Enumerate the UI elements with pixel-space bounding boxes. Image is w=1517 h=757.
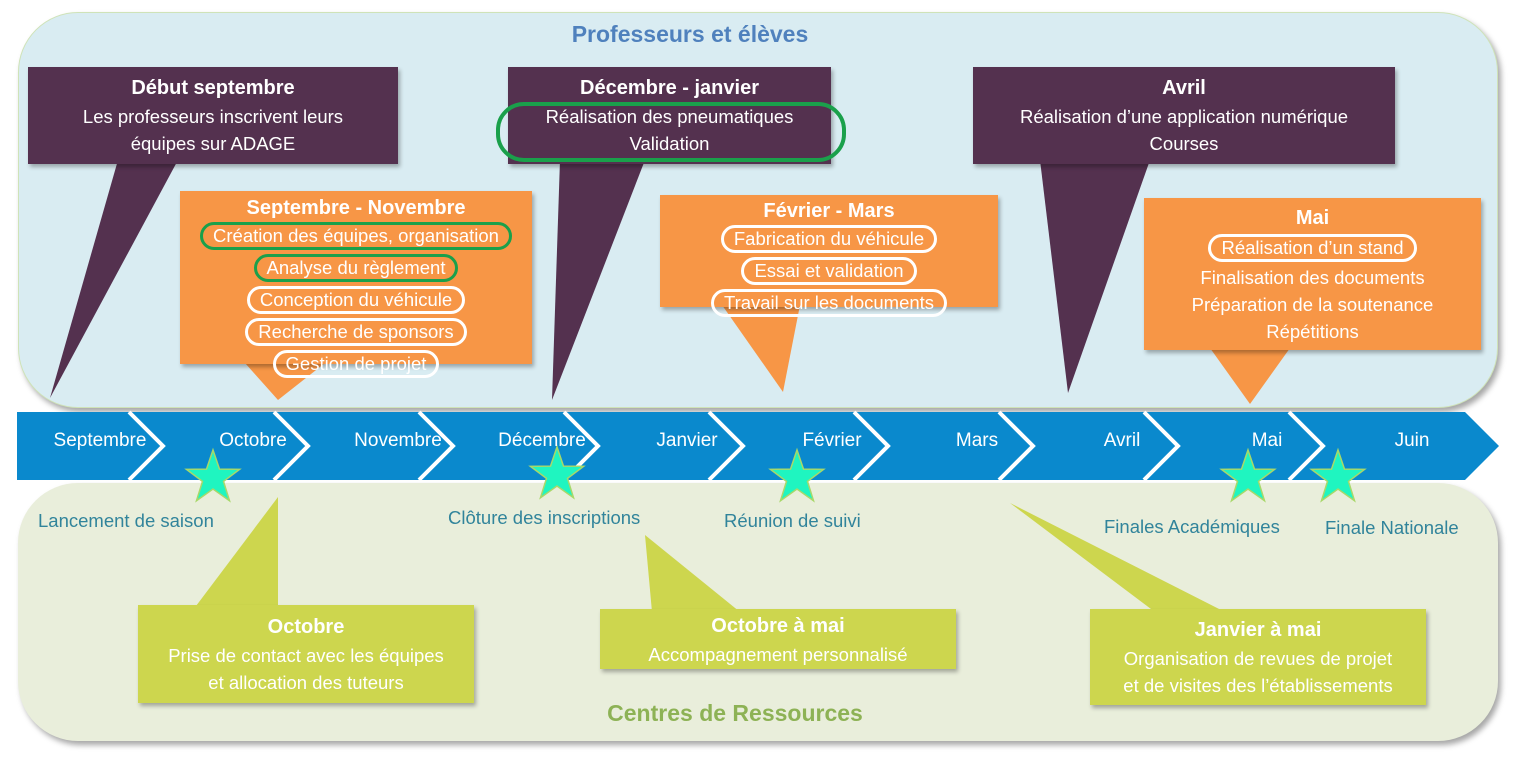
milestone-stars: [184, 444, 1367, 503]
timeline-month: Mars: [955, 430, 999, 451]
callout-debut-septembre: Début septembre Les professeurs inscrive…: [28, 67, 398, 164]
timeline-chevron-divider: [1287, 410, 1326, 482]
callout-title: Octobre: [267, 616, 345, 638]
milestone-label: Réunion de suivi: [724, 510, 861, 531]
task-item: Essai et validation: [741, 257, 917, 285]
callout-octobre-a-mai: Octobre à mai Accompagnement personnalis…: [600, 609, 956, 669]
callout-tail-avril: [1040, 160, 1150, 393]
callout-line: Courses: [1149, 133, 1219, 154]
callout-title: Décembre - janvier: [580, 77, 759, 99]
callout-title: Avril: [1162, 77, 1206, 99]
callout-tail-debut-septembre: [50, 160, 178, 398]
timeline-chevron-divider: [272, 410, 311, 482]
callout-tail-sept-nov: [245, 363, 325, 400]
callout-tail-decembre-janvier: [552, 160, 645, 400]
callout-tail-octobre-mai: [645, 535, 740, 612]
callout-title: Début septembre: [131, 77, 295, 99]
callout-line: Prise de contact avec les équipes: [168, 644, 444, 666]
timeline-chevron-divider: [127, 410, 166, 482]
task-title: Septembre - Novembre: [246, 197, 466, 219]
callout-line: équipes sur ADAGE: [130, 133, 296, 154]
milestone-label: Finale Nationale: [1325, 517, 1459, 538]
callout-line: et de visites des l’établissements: [1123, 675, 1393, 696]
timeline-month: Février: [802, 430, 862, 451]
task-item: Conception du véhicule: [246, 286, 466, 314]
timeline-month: Avril: [1103, 430, 1141, 451]
callout-decembre-janvier: Décembre - janvier Réalisation des pneum…: [508, 67, 831, 164]
timeline-chevron-divider: [997, 410, 1036, 482]
timeline-month: Décembre: [498, 430, 586, 451]
callout-tail-octobre: [196, 497, 278, 606]
highlight-ring-decembre-janvier: [496, 102, 846, 162]
timeline-chevron-divider: [1142, 410, 1181, 482]
task-item: Répétitions: [1266, 321, 1359, 342]
milestone-label: Clôture des inscriptions: [448, 507, 641, 528]
star-icon: [1219, 447, 1277, 503]
callout-line: et allocation des tuteurs: [208, 672, 404, 693]
timeline-month: Octobre: [219, 430, 287, 451]
timeline-arrow: [17, 410, 1499, 482]
milestone-label: Finales Académiques: [1104, 516, 1280, 537]
callout-tail-mai: [1210, 348, 1290, 404]
task-item: Création des équipes, organisation: [200, 222, 512, 250]
timeline-month: Novembre: [354, 430, 442, 451]
timeline-month: Juin: [1394, 430, 1430, 451]
callout-octobre: Octobre Prise de contact avec les équipe…: [138, 605, 474, 703]
timeline-chevron-divider: [852, 410, 891, 482]
timeline-month: Mai: [1251, 430, 1283, 451]
task-item: Finalisation des documents: [1200, 267, 1425, 288]
callout-line: Réalisation d’une application numérique: [1019, 105, 1349, 127]
callout-tail-fev-mars: [722, 305, 800, 392]
task-title: Février - Mars: [763, 200, 895, 222]
callout-line: Réalisation des pneumatiques: [545, 105, 794, 127]
callout-line: Organisation de revues de projet: [1123, 647, 1393, 669]
timeline-chevron-divider: [417, 410, 456, 482]
milestone-label: Lancement de saison: [38, 510, 214, 531]
task-item: Gestion de projet: [272, 350, 440, 378]
callout-title: Octobre à mai: [711, 615, 845, 637]
task-item: Préparation de la soutenance: [1191, 294, 1434, 315]
task-title: Mai: [1295, 207, 1330, 229]
task-box-mai: Mai Réalisation d’un stand Finalisation …: [1144, 198, 1481, 350]
task-box-septembre-novembre: Septembre - Novembre Création des équipe…: [180, 191, 532, 378]
timeline-month: Janvier: [656, 430, 718, 451]
star-icon: [1309, 447, 1367, 503]
star-icon: [528, 444, 586, 500]
top-section-title: Professeurs et élèves: [571, 21, 809, 47]
task-item: Travail sur les documents: [710, 289, 948, 317]
timeline-month: Septembre: [53, 430, 147, 451]
task-box-fevrier-mars: Février - Mars Fabrication du véhicule E…: [660, 195, 998, 317]
callout-janvier-a-mai: Janvier à mai Organisation de revues de …: [1090, 609, 1426, 705]
callout-line: Validation: [629, 133, 710, 154]
task-item: Réalisation d’un stand: [1208, 234, 1417, 262]
timeline-chevron-divider: [707, 410, 746, 482]
callout-title: Janvier à mai: [1194, 619, 1322, 641]
timeline-bar: [17, 412, 1499, 480]
callout-avril: Avril Réalisation d’une application numé…: [973, 67, 1395, 164]
callout-line: Les professeurs inscrivent leurs: [82, 105, 344, 127]
bottom-section-title: Centres de Ressources: [607, 700, 863, 726]
callout-line: Accompagnement personnalisé: [648, 643, 908, 665]
task-item: Analyse du règlement: [253, 254, 459, 282]
star-icon: [768, 447, 826, 503]
star-icon: [184, 447, 242, 503]
task-item: Fabrication du véhicule: [720, 225, 938, 253]
task-item: Recherche de sponsors: [245, 318, 467, 346]
callout-tail-janvier-mai: [1010, 503, 1225, 612]
